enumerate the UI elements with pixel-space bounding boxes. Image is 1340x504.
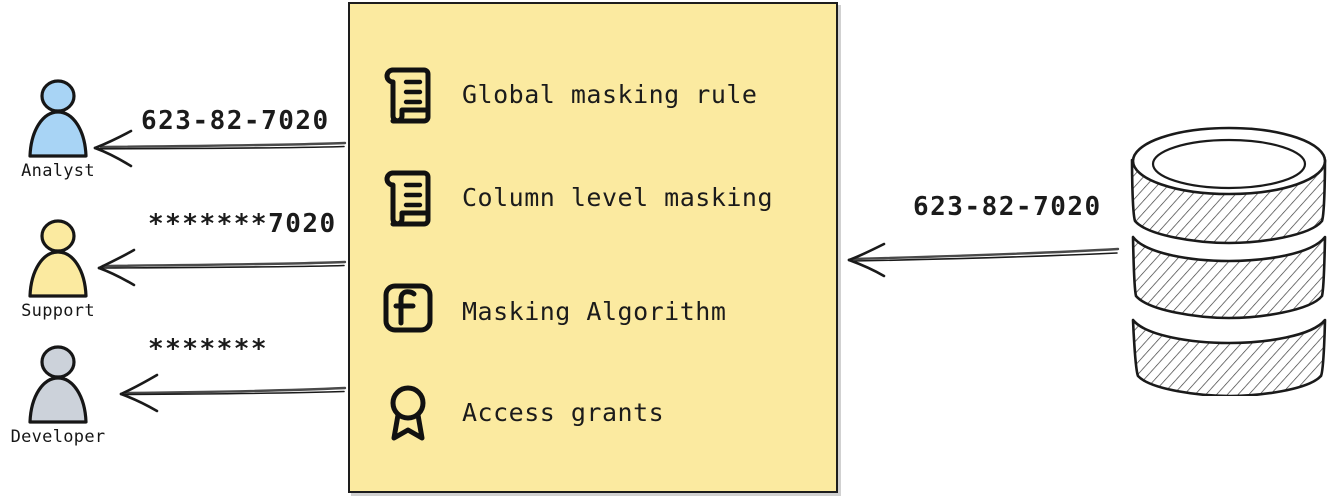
actor-analyst[interactable]: Analyst (2, 78, 114, 181)
database-icon (1130, 126, 1327, 396)
policy-item-label: Global masking rule (462, 79, 758, 109)
scroll-icon (384, 67, 431, 124)
person-icon (28, 345, 88, 424)
scroll-icon (384, 170, 431, 227)
flow-label-database: 623-82-7020 (913, 192, 1102, 222)
award-icon (390, 385, 426, 441)
arrow-to-support (97, 248, 347, 287)
flow-label-analyst: 623-82-7020 (141, 106, 330, 136)
actor-label: Support (21, 301, 95, 321)
arrow-database-to-panel (847, 242, 1120, 278)
actor-label: Analyst (21, 161, 95, 181)
actor-label: Developer (10, 427, 106, 447)
policy-item-global-masking-rule[interactable]: Global masking rule (380, 64, 757, 124)
policy-item-label: Column level masking (462, 182, 774, 212)
policy-list: Global masking rule Column level masking (350, 4, 836, 491)
policy-item-label: Masking Algorithm (462, 296, 727, 326)
policy-item-label: Access grants (462, 397, 665, 427)
actor-developer[interactable]: Developer (2, 344, 114, 447)
arrow-to-analyst (93, 129, 347, 168)
policy-item-access-grants[interactable]: Access grants (380, 382, 664, 442)
policy-item-masking-algorithm[interactable]: Masking Algorithm (380, 281, 726, 341)
policy-item-column-level-masking[interactable]: Column level masking (380, 167, 773, 227)
actor-support[interactable]: Support (2, 218, 114, 321)
masking-policy-panel: Global masking rule Column level masking (348, 2, 838, 493)
person-icon (28, 219, 88, 298)
flow-label-support: *******7020 (148, 209, 337, 239)
function-icon (383, 283, 433, 333)
arrow-to-developer (119, 373, 347, 413)
person-icon (28, 79, 88, 158)
flow-label-developer: ******* (148, 334, 269, 364)
